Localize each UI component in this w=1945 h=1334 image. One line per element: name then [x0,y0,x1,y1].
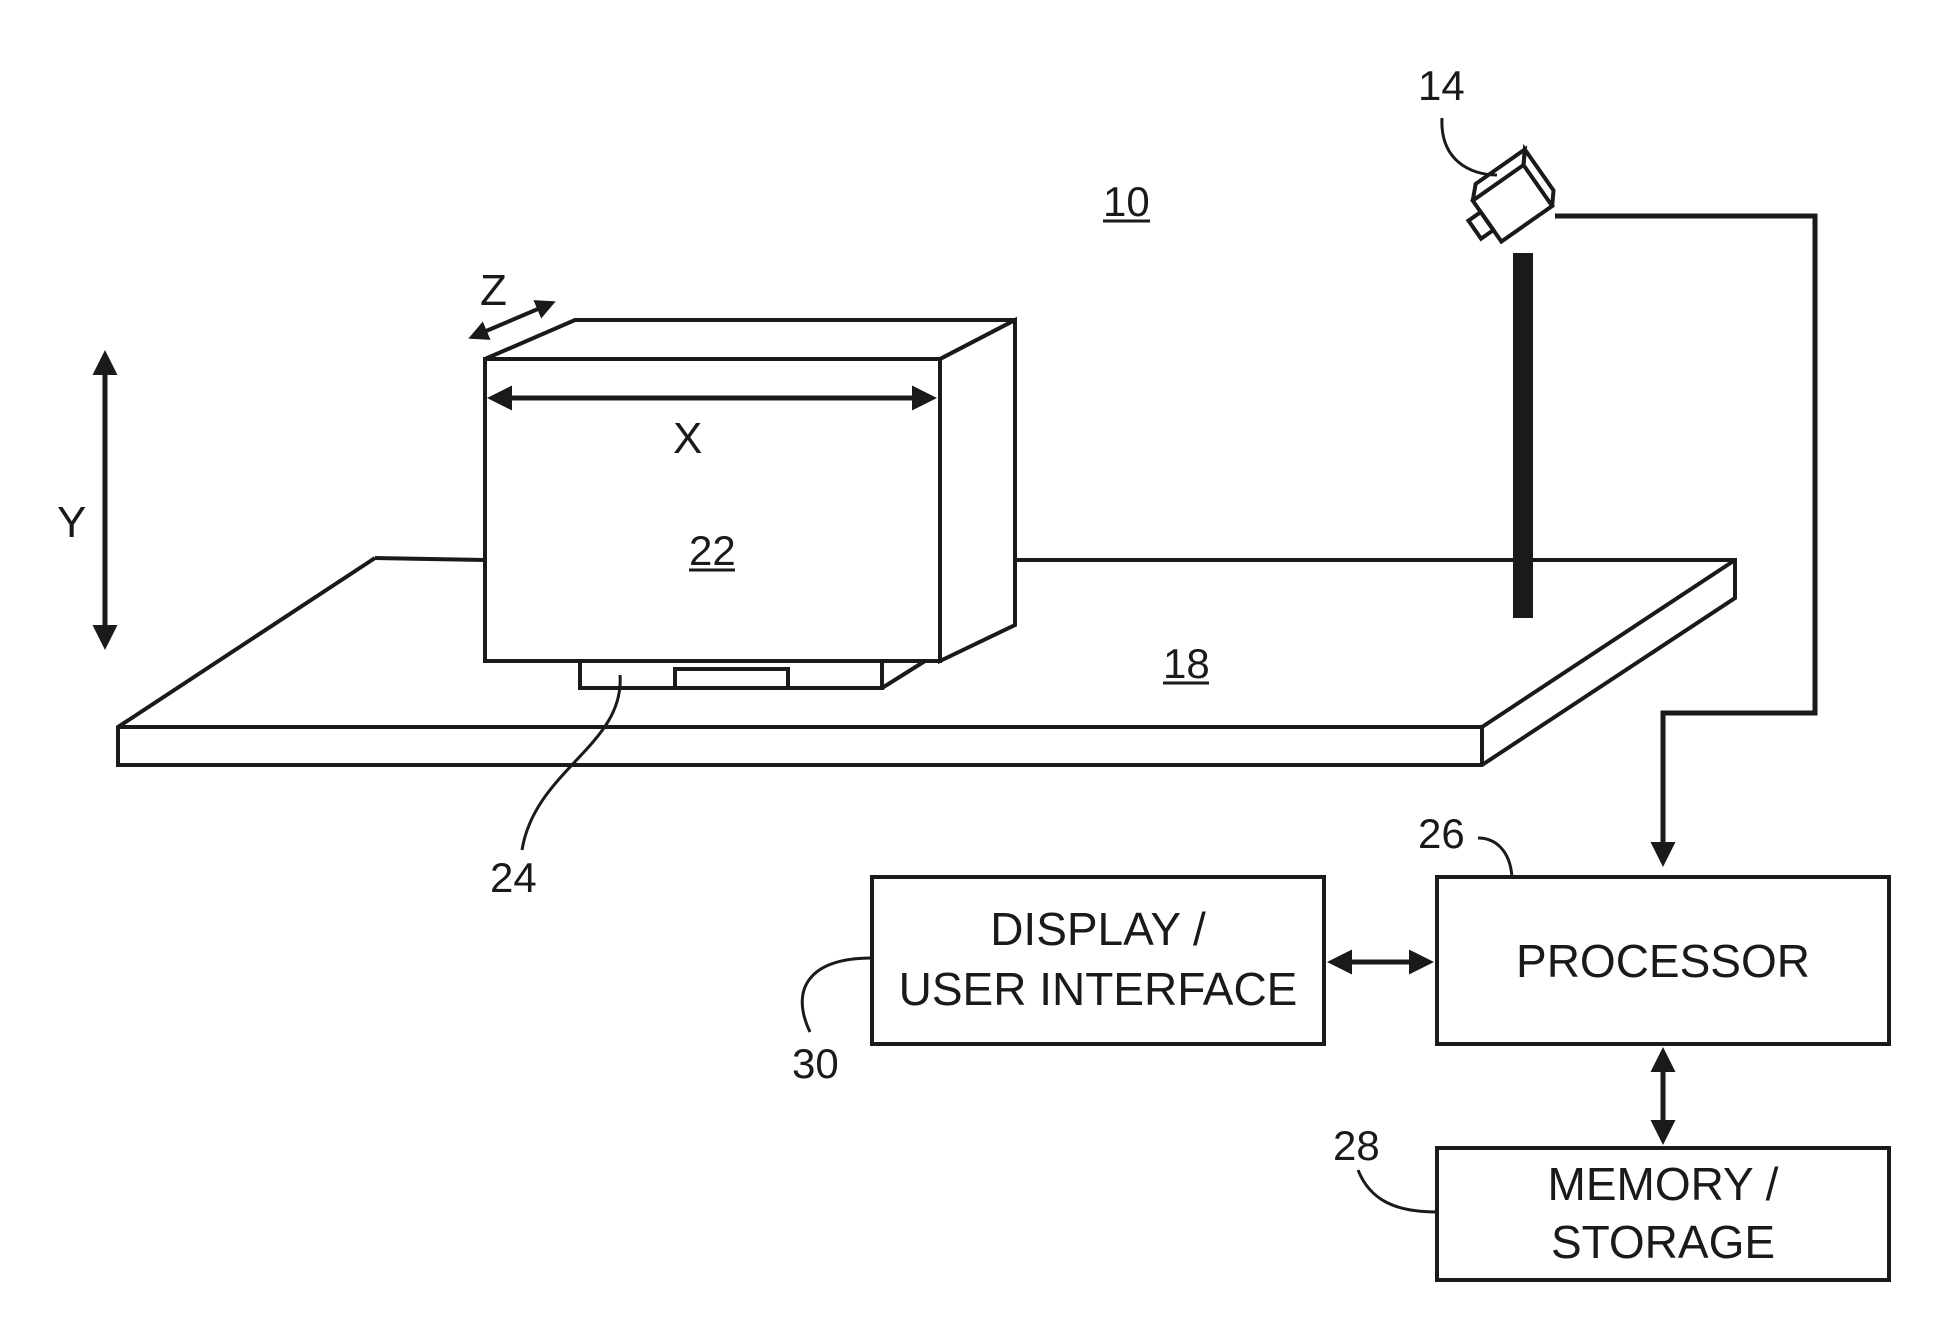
ref-object: 22 [689,527,736,574]
axis-z-label: Z [480,266,507,315]
leader-28 [1358,1170,1437,1212]
display-label-line2: USER INTERFACE [899,963,1298,1015]
object-box [485,320,1015,661]
leader-24 [522,675,620,850]
axis-y-label: Y [57,498,86,547]
memory-label-line1: MEMORY / [1548,1158,1779,1210]
processor-label: PROCESSOR [1516,935,1810,987]
ref-display: 30 [792,1040,839,1087]
camera-pole [1513,253,1533,618]
leader-14 [1442,118,1497,175]
ref-camera: 14 [1418,62,1465,109]
ref-memory: 28 [1333,1122,1380,1169]
leader-26 [1478,838,1512,877]
ref-processor: 26 [1418,810,1465,857]
leader-30 [802,958,872,1032]
camera [1454,149,1561,250]
camera-to-processor-line [1555,216,1815,862]
axis-x-label: X [673,414,702,463]
memory-label-line2: STORAGE [1551,1216,1775,1268]
ref-platform: 18 [1163,640,1210,687]
ref-system: 10 [1103,178,1150,225]
object-base [580,661,925,688]
ref-base: 24 [490,854,537,901]
display-label-line1: DISPLAY / [990,903,1206,955]
